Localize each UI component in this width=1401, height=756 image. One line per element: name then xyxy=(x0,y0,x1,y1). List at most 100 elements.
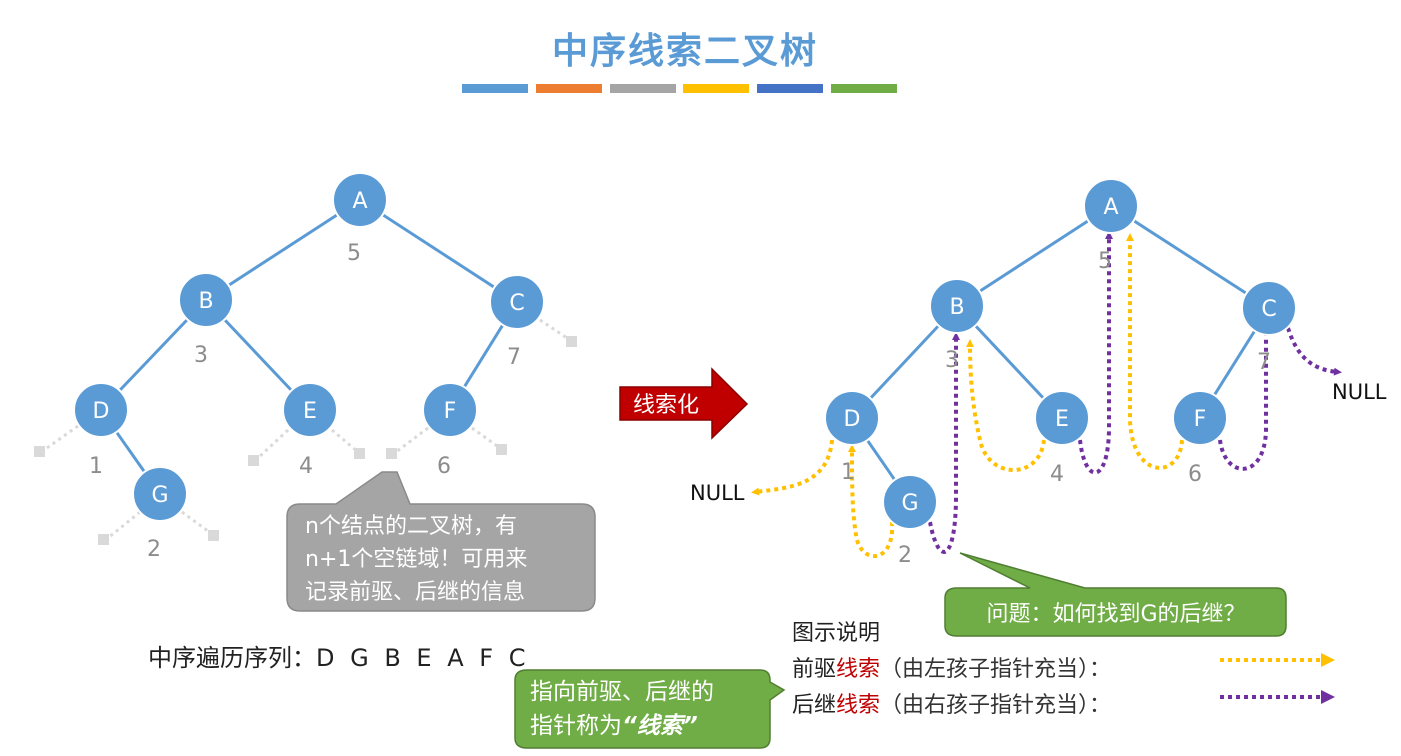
left-node-g: G xyxy=(132,466,188,522)
title-bar-1 xyxy=(462,84,528,93)
pred-thread-f xyxy=(1126,233,1184,470)
null-end-e-left xyxy=(248,455,259,466)
right-order-g: 2 xyxy=(898,543,912,568)
null-link-g-left xyxy=(107,510,141,540)
null-end-d-left xyxy=(34,446,45,457)
right-node-d: D xyxy=(824,390,880,446)
null-label-right: NULL xyxy=(1332,380,1387,404)
null-link-f-right xyxy=(471,426,501,450)
null-end-g-right xyxy=(208,530,219,541)
right-order-b: 3 xyxy=(945,348,959,373)
right-order-a: 5 xyxy=(1098,249,1112,274)
left-node-f: F xyxy=(422,382,478,438)
svg-text:G: G xyxy=(151,483,168,508)
right-node-g: G xyxy=(882,474,938,530)
left-order-a: 5 xyxy=(347,241,361,266)
null-end-g-left xyxy=(98,534,109,545)
null-label-left: NULL xyxy=(690,481,745,505)
right-node-b: B xyxy=(929,278,985,334)
left-order-b: 3 xyxy=(194,343,208,368)
green-callout-left-line-1: 指向前驱、后继的 xyxy=(530,679,714,705)
left-node-d: D xyxy=(73,382,129,438)
green-callout-left-line-2: 指针称为“线索” xyxy=(530,713,698,739)
pred-thread-e xyxy=(966,339,1046,472)
r-edge-a-c xyxy=(1110,204,1270,310)
page-title: 中序线索二叉树 xyxy=(551,31,818,72)
legend-succ-row: 后继线索（由右孩子指针充当）： xyxy=(792,693,1112,718)
legend: 图示说明 前驱线索（由左孩子指针充当）： 后继线索（由右孩子指针充当）： xyxy=(792,616,1111,724)
r-edge-a-b xyxy=(956,204,1112,308)
gray-callout-line-2: n+1个空链域！可用来 xyxy=(305,547,528,572)
null-link-g-right xyxy=(181,510,213,536)
svg-text:D: D xyxy=(844,407,861,432)
svg-text:B: B xyxy=(949,295,964,320)
svg-text:G: G xyxy=(901,491,918,516)
left-order-f: 6 xyxy=(437,454,451,479)
left-node-b: B xyxy=(178,272,234,328)
svg-text:F: F xyxy=(1194,407,1207,432)
right-node-e: E xyxy=(1034,390,1090,446)
null-end-e-right xyxy=(354,448,365,459)
succ-thread-g xyxy=(928,332,960,554)
right-node-c: C xyxy=(1241,280,1297,336)
null-end-f-right xyxy=(496,444,507,455)
green-callout-right-bubble xyxy=(944,552,1287,637)
left-node-c: C xyxy=(489,274,545,330)
legend-pred-row: 前驱线索（由左孩子指针充当）： xyxy=(792,657,1112,682)
gray-callout-line-3: 记录前驱、后继的信息 xyxy=(305,580,526,605)
edge-a-b xyxy=(205,198,361,302)
title-bar-6 xyxy=(831,84,897,93)
right-order-e: 4 xyxy=(1050,462,1064,487)
svg-text:A: A xyxy=(352,189,367,214)
inorder-label: 中序遍历序列： xyxy=(148,644,316,672)
edge-a-c xyxy=(359,198,518,304)
thread-block-label: 线索化 xyxy=(633,393,699,418)
left-order-e: 4 xyxy=(299,454,313,479)
null-link-e-right xyxy=(331,428,359,454)
null-link-c-right xyxy=(539,318,571,342)
svg-text:E: E xyxy=(303,399,317,424)
right-order-f: 6 xyxy=(1188,462,1202,487)
green-callout-left-bubble xyxy=(514,669,786,749)
title-bar-4 xyxy=(683,84,749,93)
svg-text:C: C xyxy=(509,291,524,316)
inorder-sequence: D G B E A F C xyxy=(316,644,530,672)
right-node-a: A xyxy=(1083,178,1139,234)
svg-text:E: E xyxy=(1055,407,1069,432)
gray-callout-line-1: n个结点的二叉树，有 xyxy=(305,514,517,539)
right-order-d: 1 xyxy=(841,460,855,485)
left-node-a: A xyxy=(332,172,388,228)
thread-block-arrow xyxy=(619,367,749,440)
succ-thread-c xyxy=(1286,327,1342,376)
title-bar-5 xyxy=(757,84,823,93)
svg-text:F: F xyxy=(444,399,457,424)
left-node-e: E xyxy=(282,382,338,438)
green-callout-right-text: 问题：如何找到G的后继？ xyxy=(986,602,1245,627)
right-order-c: 7 xyxy=(1257,350,1271,375)
null-end-f-left xyxy=(386,448,397,459)
svg-text:A: A xyxy=(1103,195,1118,220)
succ-thread-e xyxy=(1078,231,1113,475)
right-node-f: F xyxy=(1172,390,1228,446)
pred-thread-d xyxy=(751,439,834,496)
gray-callout-text: n个结点的二叉树，有 n+1个空链域！可用来 记录前驱、后继的信息 xyxy=(305,510,527,609)
svg-text:D: D xyxy=(93,399,110,424)
title-bar-2 xyxy=(536,84,602,93)
null-link-f-left xyxy=(395,426,429,454)
gray-callout-bubble xyxy=(286,471,596,612)
green-callout-left-text: 指向前驱、后继的 指针称为“线索” xyxy=(530,675,714,743)
svg-text:C: C xyxy=(1261,297,1276,322)
null-end-c-right xyxy=(566,336,577,347)
left-order-c: 7 xyxy=(507,345,521,370)
inorder-row: 中序遍历序列：D G B E A F C xyxy=(148,638,529,673)
svg-text:B: B xyxy=(198,289,213,314)
thread-term: “线索” xyxy=(622,713,698,739)
left-order-d: 1 xyxy=(89,454,103,479)
title-bar-3 xyxy=(610,84,676,93)
pred-thread-g xyxy=(848,444,895,559)
left-tree: A 5 B 3 C 7 D 1 E 4 F 6 G 2 xyxy=(34,172,577,562)
right-tree: A 5 B 3 C 7 D 1 E 4 F 6 G 2 xyxy=(690,178,1387,568)
legend-heading: 图示说明 xyxy=(792,621,881,646)
null-link-d-left xyxy=(43,424,79,452)
